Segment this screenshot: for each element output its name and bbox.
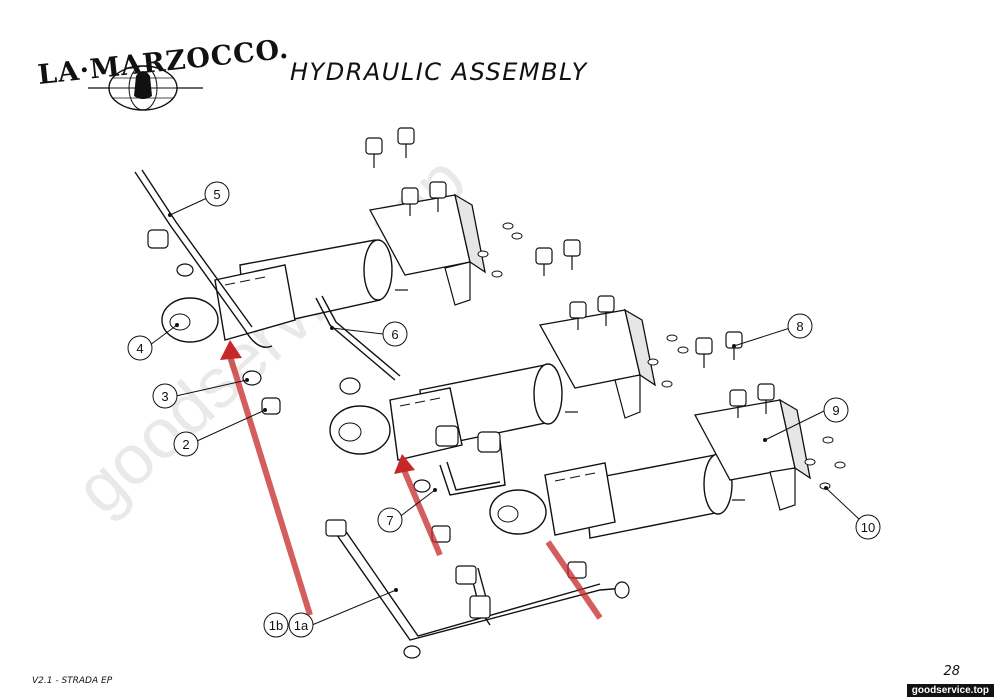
callout-label: 4 bbox=[136, 341, 143, 356]
la-marzocco-logo: LA·MARZOCCO. bbox=[28, 34, 290, 118]
callout-9: 9 bbox=[823, 397, 849, 423]
leader-lines bbox=[149, 197, 861, 626]
callout-label: 8 bbox=[796, 319, 803, 334]
callout-10: 10 bbox=[855, 514, 881, 540]
globe-lion-emblem-icon bbox=[88, 65, 203, 111]
site-badge: goodservice.top bbox=[906, 684, 994, 697]
callout-label: 2 bbox=[182, 437, 189, 452]
callout-3: 3 bbox=[152, 383, 178, 409]
anti-vibration-mounts bbox=[365, 127, 775, 418]
mounting-bracket-1 bbox=[369, 193, 486, 306]
callout-4: 4 bbox=[127, 335, 153, 361]
callout-1a: 1a bbox=[288, 612, 314, 638]
callout-label: 10 bbox=[861, 520, 875, 535]
callout-label: 6 bbox=[391, 327, 398, 342]
page-title: HYDRAULIC ASSEMBLY bbox=[290, 58, 588, 86]
water-flow-arrows bbox=[220, 340, 603, 620]
callout-label: 9 bbox=[832, 403, 839, 418]
page-number: 28 bbox=[943, 664, 960, 679]
mounting-bracket-3 bbox=[694, 398, 811, 511]
callout-8: 8 bbox=[787, 313, 813, 339]
screws bbox=[477, 222, 846, 490]
callout-6: 6 bbox=[382, 321, 408, 347]
callout-7: 7 bbox=[377, 507, 403, 533]
callout-label: 7 bbox=[386, 513, 393, 528]
callout-label: 5 bbox=[213, 187, 220, 202]
fittings bbox=[147, 229, 630, 659]
callout-label: 3 bbox=[161, 389, 168, 404]
model-label: V2.1 - STRADA EP bbox=[32, 676, 113, 686]
pump-motor-3 bbox=[489, 453, 745, 539]
callout-label: 1a bbox=[294, 618, 309, 633]
callout-2: 2 bbox=[173, 431, 199, 457]
callout-5: 5 bbox=[204, 181, 230, 207]
callout-1b: 1b bbox=[263, 612, 289, 638]
mounting-bracket-2 bbox=[538, 308, 656, 419]
pump-motor-1 bbox=[161, 239, 408, 343]
callout-label: 1b bbox=[269, 618, 283, 633]
pipe-network bbox=[134, 169, 626, 641]
